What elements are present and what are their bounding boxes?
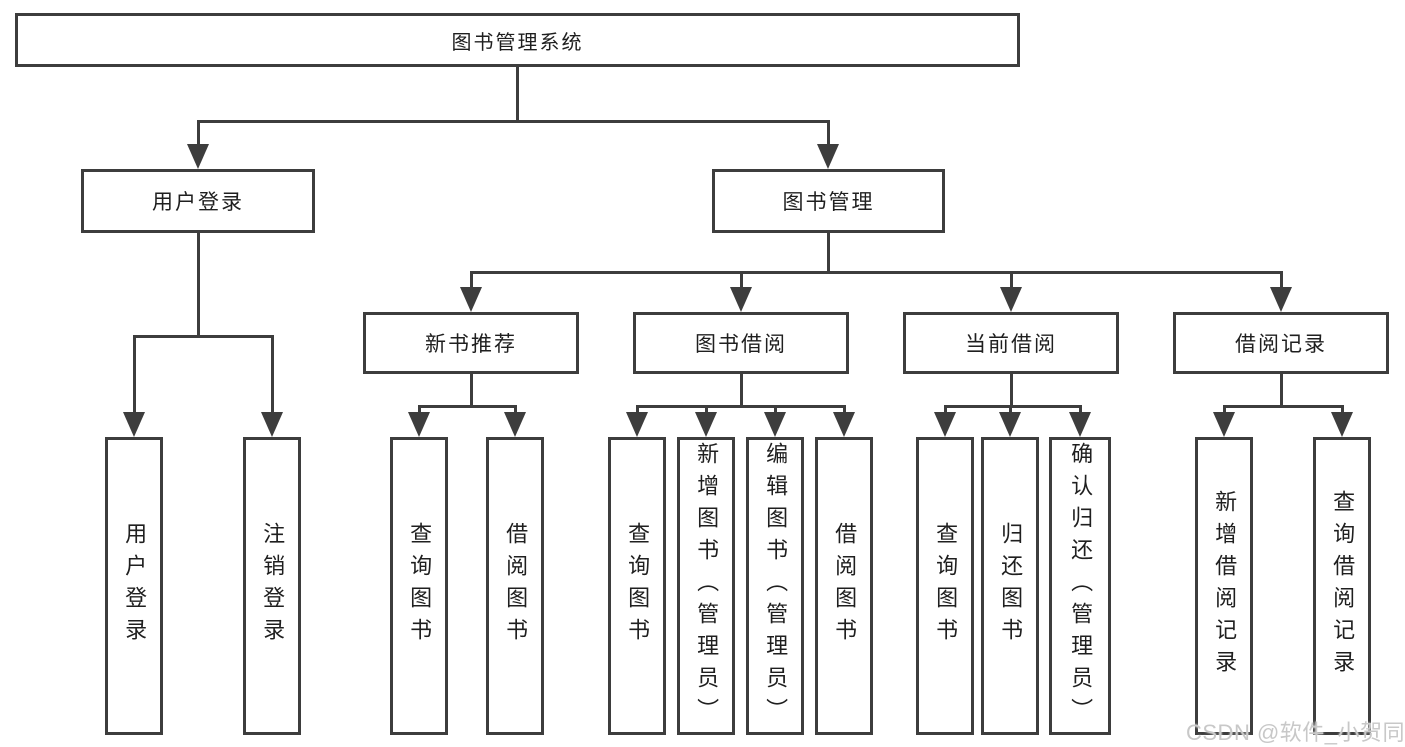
arrowhead-down-icon xyxy=(261,412,283,437)
leaf-newbook-borrow-books: 借阅图书 xyxy=(486,437,544,735)
node-label: 图书管理 xyxy=(782,191,875,214)
connector-line xyxy=(1280,271,1283,289)
node-library-management-system: 图书管理系统 xyxy=(15,13,1020,67)
arrowhead-down-icon xyxy=(764,412,786,437)
leaf-label: 借阅图书 xyxy=(503,522,529,650)
connector-line xyxy=(514,405,517,414)
leaf-current-confirm-return-admin: 确认归还（管理员） xyxy=(1049,437,1111,735)
arrowhead-down-icon xyxy=(695,412,717,437)
connector-line xyxy=(197,120,200,148)
arrowhead-down-icon xyxy=(730,287,752,312)
node-new-book-recommendation: 新书推荐 xyxy=(363,312,579,374)
arrowhead-down-icon xyxy=(408,412,430,437)
leaf-label: 注销登录 xyxy=(260,522,286,650)
leaf-records-add-record: 新增借阅记录 xyxy=(1195,437,1253,735)
arrowhead-down-icon xyxy=(833,412,855,437)
leaf-label: 新增图书（管理员） xyxy=(694,442,720,730)
connector-line xyxy=(843,405,846,414)
csdn-watermark: CSDN @软件_小贺同学 xyxy=(1186,720,1405,745)
arrowhead-down-icon xyxy=(123,412,145,437)
node-label: 借阅记录 xyxy=(1235,333,1327,356)
connector-line xyxy=(774,405,777,414)
connector-line xyxy=(271,335,274,414)
connector-line xyxy=(1280,374,1283,407)
leaf-current-return-books: 归还图书 xyxy=(981,437,1039,735)
leaf-label: 归还图书 xyxy=(998,522,1024,650)
connector-line xyxy=(1010,374,1013,407)
leaf-current-query-books: 查询图书 xyxy=(916,437,974,735)
connector-line xyxy=(636,405,845,408)
arrowhead-down-icon xyxy=(999,412,1021,437)
connector-line xyxy=(636,405,639,414)
leaf-newbook-query-books: 查询图书 xyxy=(390,437,448,735)
leaf-label: 查询借阅记录 xyxy=(1330,490,1356,682)
leaf-borrowing-query-books: 查询图书 xyxy=(608,437,666,735)
connector-line xyxy=(470,374,473,407)
connector-line xyxy=(470,271,1282,274)
connector-line xyxy=(1079,405,1082,414)
leaf-label: 查询图书 xyxy=(407,522,433,650)
connector-line xyxy=(1223,405,1226,414)
node-user-login: 用户登录 xyxy=(81,169,315,233)
connector-line xyxy=(740,271,743,289)
connector-line xyxy=(1223,405,1343,408)
connector-line xyxy=(470,271,473,289)
connector-line xyxy=(740,374,743,407)
connector-line xyxy=(944,405,947,414)
arrowhead-down-icon xyxy=(187,144,209,169)
leaf-borrowing-add-books-admin: 新增图书（管理员） xyxy=(677,437,735,735)
connector-line xyxy=(197,120,830,123)
connector-line xyxy=(827,233,830,273)
arrowhead-down-icon xyxy=(1270,287,1292,312)
leaf-label: 查询图书 xyxy=(933,522,959,650)
connector-line xyxy=(827,120,830,148)
leaf-label: 查询图书 xyxy=(625,522,651,650)
arrowhead-down-icon xyxy=(504,412,526,437)
leaf-label: 新增借阅记录 xyxy=(1212,490,1238,682)
arrowhead-down-icon xyxy=(1213,412,1235,437)
connector-line xyxy=(516,67,519,121)
leaf-label: 用户登录 xyxy=(122,522,148,650)
arrowhead-down-icon xyxy=(817,144,839,169)
leaf-borrowing-edit-books-admin: 编辑图书（管理员） xyxy=(746,437,804,735)
leaf-label: 确认归还（管理员） xyxy=(1068,442,1094,730)
node-book-management: 图书管理 xyxy=(712,169,945,233)
node-current-borrowing: 当前借阅 xyxy=(903,312,1119,374)
arrowhead-down-icon xyxy=(1331,412,1353,437)
connector-line xyxy=(705,405,708,414)
leaf-records-query-record: 查询借阅记录 xyxy=(1313,437,1371,735)
arrowhead-down-icon xyxy=(1069,412,1091,437)
leaf-user-login: 用户登录 xyxy=(105,437,163,735)
leaf-label: 编辑图书（管理员） xyxy=(763,442,789,730)
connector-line xyxy=(133,335,273,338)
node-label: 图书借阅 xyxy=(695,333,787,356)
arrowhead-down-icon xyxy=(626,412,648,437)
arrowhead-down-icon xyxy=(1000,287,1022,312)
node-label: 当前借阅 xyxy=(965,333,1057,356)
node-label: 用户登录 xyxy=(152,191,244,214)
arrowhead-down-icon xyxy=(460,287,482,312)
connector-line xyxy=(1341,405,1344,414)
connector-line xyxy=(1010,271,1013,289)
leaf-borrowing-borrow-books: 借阅图书 xyxy=(815,437,873,735)
connector-line xyxy=(1009,405,1012,414)
connector-line xyxy=(418,405,516,408)
leaf-logout: 注销登录 xyxy=(243,437,301,735)
node-label: 新书推荐 xyxy=(425,333,517,356)
node-borrowing-records: 借阅记录 xyxy=(1173,312,1389,374)
connector-line xyxy=(197,233,200,337)
leaf-label: 借阅图书 xyxy=(832,522,858,650)
connector-line xyxy=(944,405,1081,408)
node-label: 图书管理系统 xyxy=(451,31,584,54)
connector-line xyxy=(418,405,421,414)
connector-line xyxy=(133,335,136,414)
arrowhead-down-icon xyxy=(934,412,956,437)
node-book-borrowing: 图书借阅 xyxy=(633,312,849,374)
